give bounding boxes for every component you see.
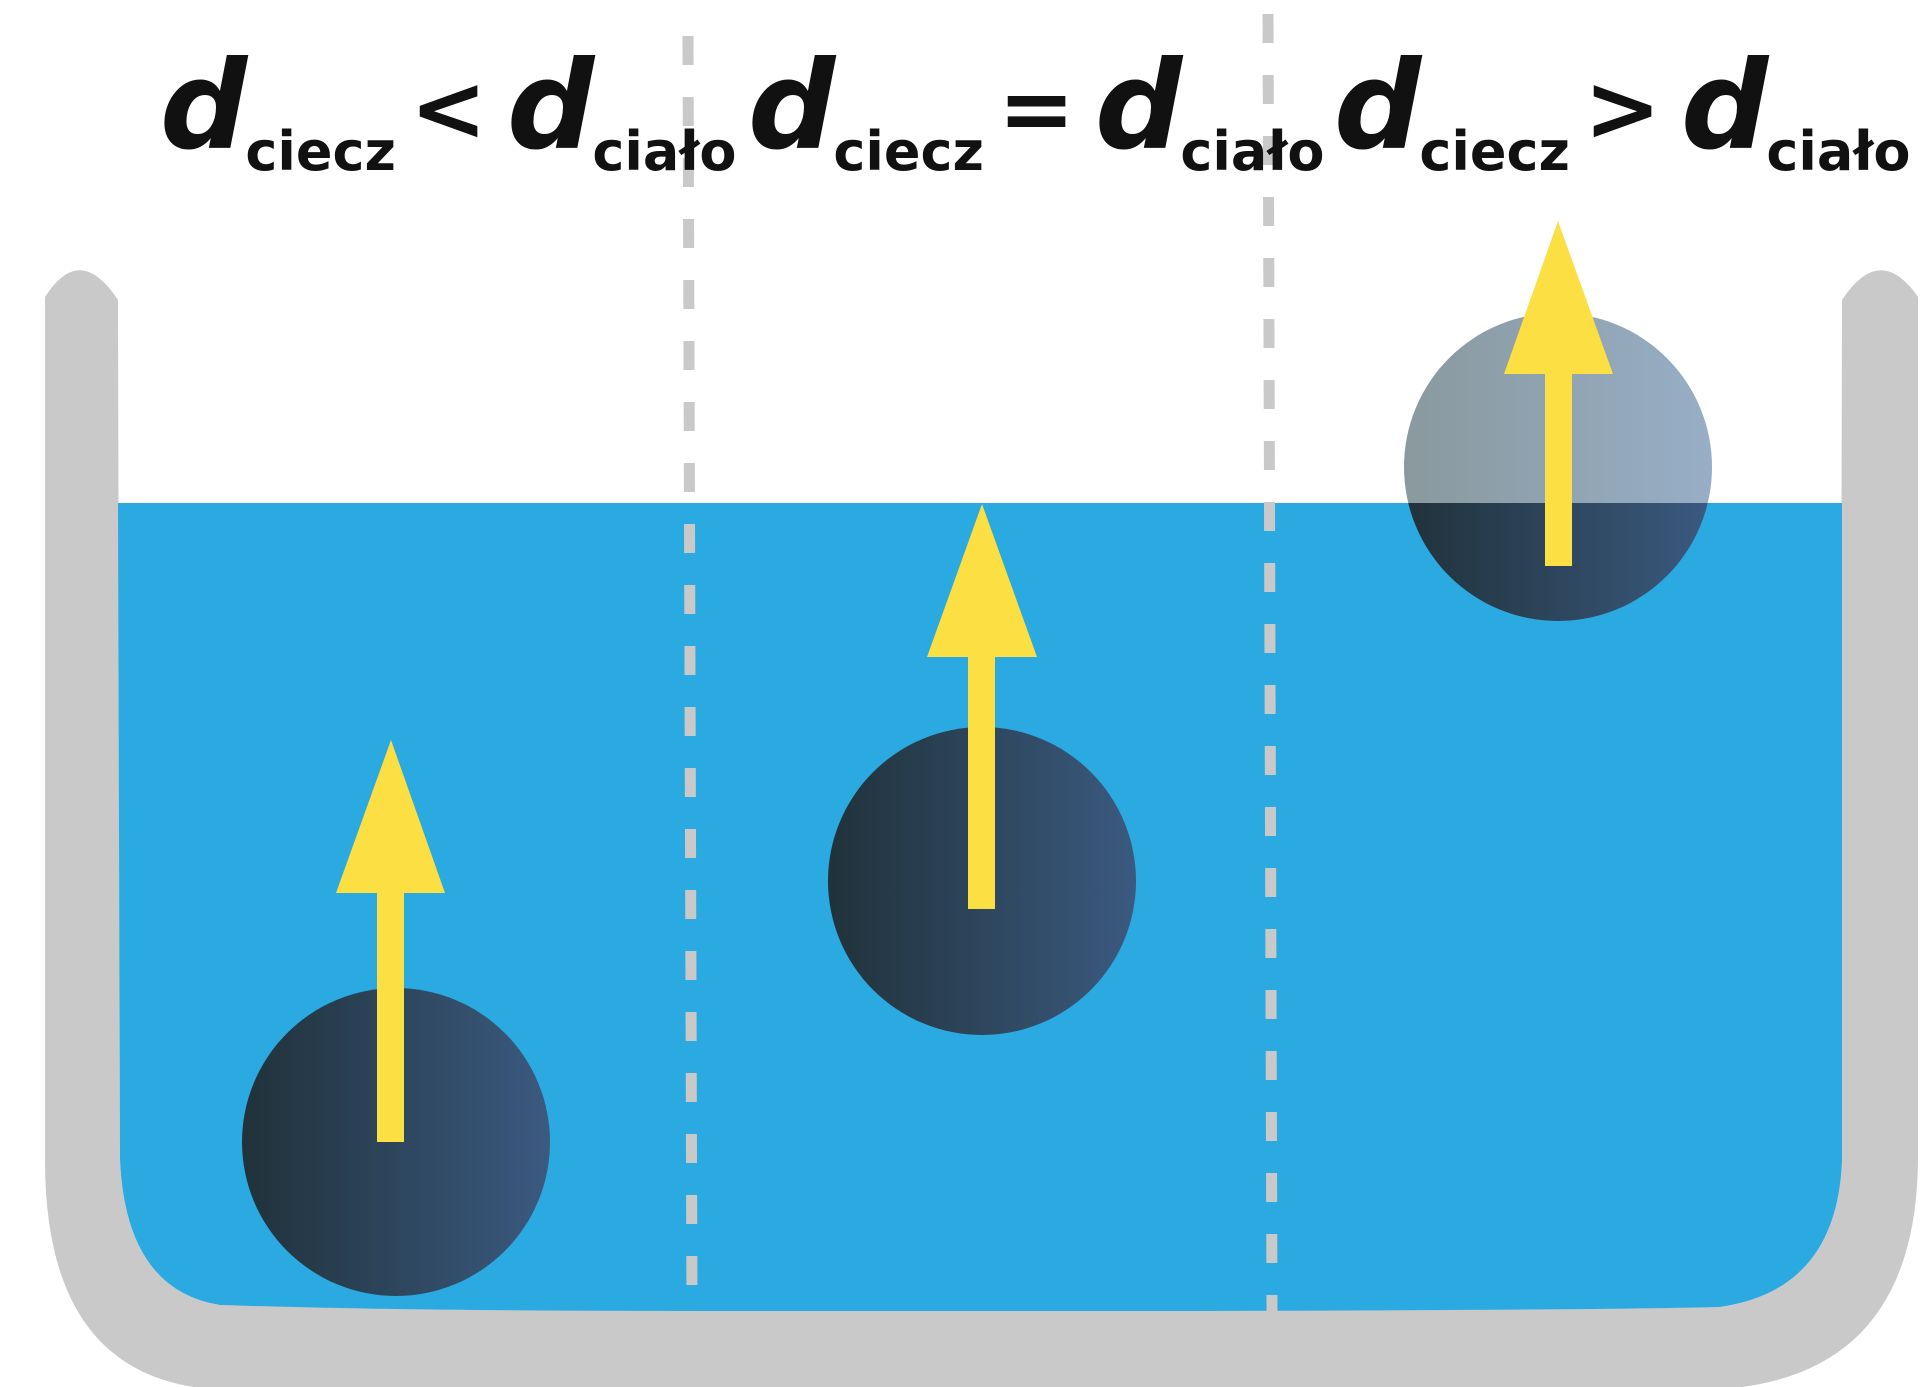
subscript-body: ciało <box>1180 120 1325 183</box>
relation-operator: > <box>1583 55 1662 162</box>
symbol-density-body: d <box>1681 35 1769 177</box>
density-relation-sinking: d ciecz < d ciało <box>160 45 736 195</box>
density-relation-floating: d ciecz > d ciało <box>1334 45 1910 195</box>
buoyancy-arrow-icon <box>1504 221 1613 566</box>
subscript-liquid: ciecz <box>833 120 984 183</box>
panel-suspended <box>828 504 1136 1035</box>
panel-sinking <box>242 740 550 1296</box>
relation-operator: < <box>409 55 488 162</box>
symbol-density-body: d <box>507 35 595 177</box>
buoyancy-arrow-icon <box>336 740 445 1142</box>
symbol-density-liquid: d <box>1334 35 1422 177</box>
subscript-body: ciało <box>592 120 737 183</box>
symbol-density-liquid: d <box>160 35 248 177</box>
buoyancy-arrow-icon <box>927 504 1037 909</box>
symbol-density-liquid: d <box>748 35 836 177</box>
panel-floating <box>1404 221 1712 621</box>
density-relation-suspended: d ciecz = d ciało <box>748 45 1324 195</box>
subscript-liquid: ciecz <box>1419 120 1570 183</box>
subscript-liquid: ciecz <box>245 120 396 183</box>
relation-operator: = <box>997 55 1076 162</box>
subscript-body: ciało <box>1766 120 1911 183</box>
symbol-density-body: d <box>1095 35 1183 177</box>
